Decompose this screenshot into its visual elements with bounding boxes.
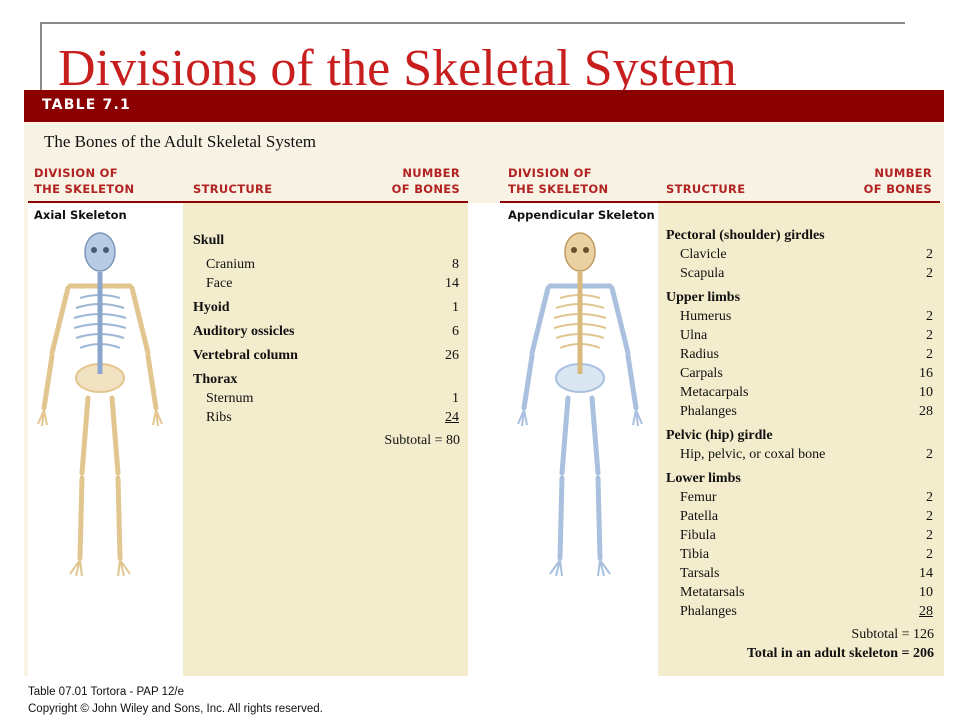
header-rule-axial xyxy=(28,201,468,203)
appendicular-row-name: Pectoral (shoulder) girdles xyxy=(666,228,825,243)
appendicular-row-count: 14 xyxy=(919,566,933,581)
axial-skeleton-illustration xyxy=(37,232,163,577)
axial-row-name: Ribs xyxy=(206,410,232,425)
table-banner: TABLE 7.1 xyxy=(24,90,944,122)
axial-row-name: Vertebral column xyxy=(193,348,298,363)
appendicular-row-name: Femur xyxy=(680,490,717,505)
appendicular-row-name: Tibia xyxy=(680,547,710,562)
appendicular-row-count: 28 xyxy=(919,604,933,619)
slide-frame-left xyxy=(40,22,42,90)
appendicular-row-count: 2 xyxy=(926,266,933,281)
axial-row-count: 1 xyxy=(452,300,459,315)
appendicular-row-count: 10 xyxy=(919,385,933,400)
appendicular-structure-band xyxy=(658,203,944,676)
slide-frame-top xyxy=(40,22,905,24)
appendicular-row-name: Radius xyxy=(680,347,719,362)
appendicular-skeleton-illustration xyxy=(517,232,643,577)
appendicular-row-name: Patella xyxy=(680,509,719,524)
appendicular-row-name: Lower limbs xyxy=(666,471,741,486)
axial-row-name: Cranium xyxy=(206,257,255,272)
appendicular-row-count: 2 xyxy=(926,547,933,562)
appendicular-row-name: Clavicle xyxy=(680,247,727,262)
axial-subtotal: Subtotal = 80 xyxy=(384,433,460,448)
header-structure-axial: STRUCTURE xyxy=(193,182,273,196)
table-label: TABLE 7.1 xyxy=(42,97,131,113)
appendicular-row-name: Metatarsals xyxy=(680,585,745,600)
appendicular-row-name: Carpals xyxy=(680,366,723,381)
appendicular-row-name: Phalanges xyxy=(680,404,737,419)
appendicular-row-count: 2 xyxy=(926,447,933,462)
appendicular-row-name: Upper limbs xyxy=(666,290,741,305)
header-structure-appendicular: STRUCTURE xyxy=(666,182,746,196)
axial-row-name: Hyoid xyxy=(193,300,230,315)
appendicular-row-name: Ulna xyxy=(680,328,708,343)
appendicular-row-count: 2 xyxy=(926,247,933,262)
appendicular-subtotal: Subtotal = 126 xyxy=(851,627,934,642)
appendicular-skeleton-label: Appendicular Skeleton xyxy=(508,208,655,222)
appendicular-row-name: Fibula xyxy=(680,528,716,543)
appendicular-row-count: 2 xyxy=(926,490,933,505)
appendicular-row-name: Tarsals xyxy=(680,566,720,581)
appendicular-row-name: Pelvic (hip) girdle xyxy=(666,428,773,443)
appendicular-row-count: 2 xyxy=(926,328,933,343)
footer-source: Table 07.01 Tortora - PAP 12/e xyxy=(28,686,184,698)
axial-row-name: Auditory ossicles xyxy=(193,324,295,339)
header-rule-appendicular xyxy=(500,201,940,203)
appendicular-row-count: 28 xyxy=(919,404,933,419)
skeleton-total: Total in an adult skeleton = 206 xyxy=(746,646,934,661)
axial-row-count: 8 xyxy=(452,257,459,272)
axial-row-count: 1 xyxy=(452,391,459,406)
appendicular-row-count: 16 xyxy=(919,366,933,381)
slide-title: Divisions of the Skeletal System xyxy=(58,40,737,90)
appendicular-row-count: 10 xyxy=(919,585,933,600)
axial-row-count: 26 xyxy=(445,348,459,363)
appendicular-row-count: 2 xyxy=(926,309,933,324)
axial-row-name: Sternum xyxy=(206,391,254,406)
appendicular-row-name: Humerus xyxy=(680,309,732,324)
axial-row-count: 24 xyxy=(445,410,459,425)
table-caption: The Bones of the Adult Skeletal System xyxy=(44,132,316,151)
axial-row-count: 14 xyxy=(445,276,459,291)
appendicular-row-name: Metacarpals xyxy=(680,385,749,400)
axial-row-name: Face xyxy=(206,276,233,291)
appendicular-row-count: 2 xyxy=(926,528,933,543)
axial-row-name: Thorax xyxy=(193,372,238,387)
appendicular-row-name: Scapula xyxy=(680,266,725,281)
axial-skeleton-label: Axial Skeleton xyxy=(34,208,127,222)
appendicular-row-count: 2 xyxy=(926,347,933,362)
axial-row-count: 6 xyxy=(452,324,459,339)
axial-structure-band xyxy=(183,203,468,676)
appendicular-row-name: Phalanges xyxy=(680,604,737,619)
axial-row-name: Skull xyxy=(193,233,225,248)
footer-copyright: Copyright © John Wiley and Sons, Inc. Al… xyxy=(28,703,323,715)
appendicular-row-name: Hip, pelvic, or coxal bone xyxy=(680,447,826,462)
appendicular-row-count: 2 xyxy=(926,509,933,524)
axial-figure-panel xyxy=(28,203,183,676)
